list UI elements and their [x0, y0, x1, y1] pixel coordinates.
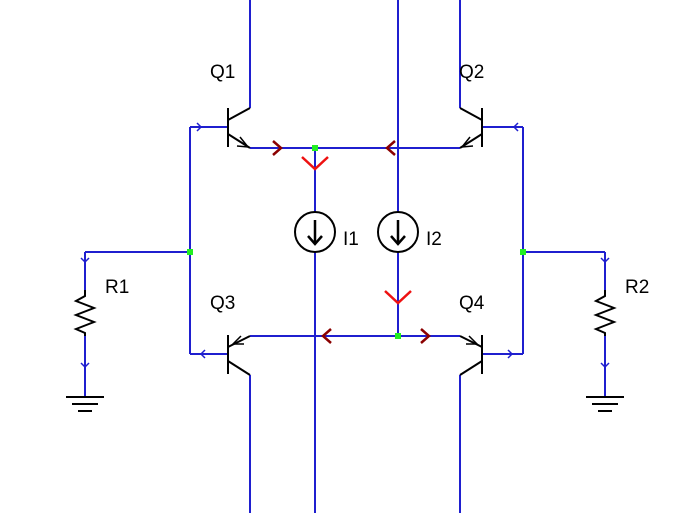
current-source-i2 — [377, 211, 419, 253]
node-left-rail — [187, 249, 193, 255]
marker-q4-base — [507, 349, 514, 359]
junction-nodes — [187, 145, 526, 339]
resistor-r2 — [593, 290, 617, 336]
wires — [84, 0, 606, 513]
node-upper-bus — [312, 145, 318, 151]
current-arrows — [272, 140, 431, 344]
label-q4: Q4 — [459, 293, 485, 314]
marker-q2-base — [512, 122, 519, 132]
arrow-i2-down — [384, 290, 412, 305]
node-right-rail — [520, 249, 526, 255]
q1-emitter-arrow — [236, 136, 250, 148]
ground-r2 — [586, 396, 624, 412]
label-i2: I2 — [426, 229, 442, 250]
r2-zigzag — [593, 290, 617, 336]
node-lower-bus — [395, 333, 401, 339]
q4-collector-lead — [459, 360, 483, 376]
marker-q1-base — [196, 122, 203, 132]
wire-direction-markers — [80, 122, 610, 369]
arrow-i1-down — [301, 156, 329, 171]
q2-collector-lead — [459, 107, 483, 121]
q3-emitter-lead — [227, 335, 251, 348]
component-labels: Q1 Q2 Q3 Q4 I1 I2 R1 R2 — [105, 62, 649, 314]
q4-emitter-arrow — [466, 335, 479, 345]
ground-r1 — [66, 396, 104, 412]
marker-r2-top — [600, 257, 610, 264]
arrow-upper-left — [272, 140, 283, 156]
transistor-q4 — [459, 335, 483, 376]
label-q1: Q1 — [210, 62, 235, 83]
i1-arrow-head — [307, 235, 323, 246]
q3-emitter-arrow — [231, 335, 244, 345]
q1-collector-lead — [227, 107, 251, 121]
label-q2: Q2 — [459, 62, 484, 83]
r1-zigzag — [73, 290, 97, 336]
label-r1: R1 — [105, 277, 129, 298]
resistor-r1 — [73, 290, 97, 336]
label-q3: Q3 — [210, 293, 235, 314]
marker-r1-bottom — [80, 362, 90, 369]
arrow-lower-right — [420, 328, 431, 344]
transistor-q1 — [227, 107, 251, 149]
transistor-q2 — [459, 107, 483, 149]
marker-r2-bottom — [600, 362, 610, 369]
marker-q3-base — [199, 349, 206, 359]
q3-collector-lead — [227, 360, 251, 376]
transistor-q3 — [227, 335, 251, 376]
label-i1: I1 — [343, 229, 359, 250]
arrow-upper-right — [385, 140, 396, 156]
marker-r1-top — [80, 257, 90, 264]
q2-emitter-arrow — [460, 136, 474, 148]
label-r2: R2 — [625, 277, 649, 298]
i2-arrow-head — [390, 235, 406, 246]
arrow-lower-left — [321, 328, 332, 344]
current-source-i1 — [294, 211, 336, 253]
q4-emitter-lead — [459, 335, 483, 348]
